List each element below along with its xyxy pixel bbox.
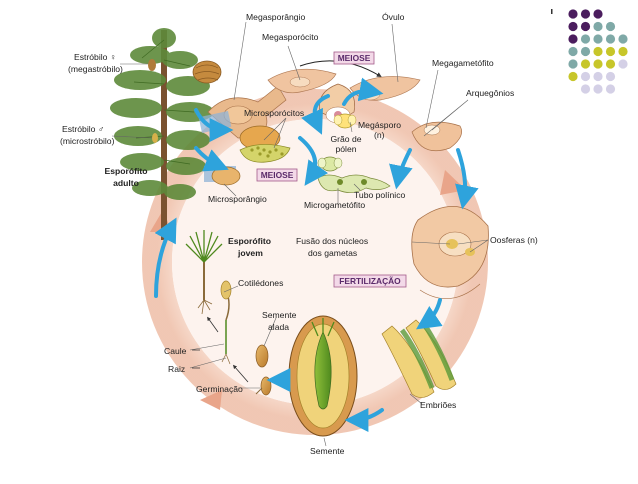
decorative-dot [605, 46, 616, 57]
label-estrobilo-f-1: Estróbilo ♀ [74, 52, 116, 62]
decorative-dot [580, 34, 591, 44]
decorative-dot [593, 34, 603, 44]
decorative-dot [568, 71, 578, 82]
label-fusao-2: dos gametas [308, 248, 357, 258]
germination-arrows [207, 316, 249, 383]
meiose-top-label: MEIOSE [338, 53, 371, 63]
decorative-dot [568, 46, 578, 57]
adult-pine-tree-illustration [110, 28, 214, 240]
meiose-box-mid: MEIOSE [256, 168, 298, 182]
label-tubo-polinico: Tubo polínico [354, 190, 405, 200]
diagram-labels: Megasporângio Megasporócito Óvulo Estrób… [60, 12, 538, 456]
decorative-dot [580, 84, 591, 94]
label-semente: Semente [310, 446, 345, 456]
decorative-dot [580, 59, 591, 69]
label-estrobilo-f-2: (megastróbilo) [68, 64, 123, 74]
label-esporofito-jovem-1: Esporófito [228, 236, 271, 246]
decorative-dot [618, 34, 628, 44]
seed-cross-section-illustration [288, 315, 358, 437]
fertilizacao-box: FERTILIZAÇÃO [333, 274, 407, 288]
label-megagametofito: Megagametófito [432, 58, 494, 68]
decorative-dot [593, 46, 603, 57]
decorative-dot [580, 21, 591, 32]
decorative-dot [605, 84, 616, 94]
label-raiz: Raiz [168, 364, 185, 374]
label-grao-2: pólen [335, 144, 356, 154]
label-esporofito-adulto-1: Esporófito [105, 166, 148, 176]
young-sporophyte-illustration [185, 230, 223, 315]
megagametophyte-illustration [411, 121, 462, 152]
leader-lines [111, 21, 489, 447]
decorative-dot [580, 71, 591, 82]
label-megasporo-2: (n) [374, 130, 385, 140]
label-microsporocitos: Microsporócitos [244, 108, 304, 118]
decorative-dot [580, 46, 591, 57]
male-strobilus-icon [152, 133, 158, 143]
meiose-box-top: MEIOSE [333, 51, 375, 65]
corner-mark [551, 9, 553, 14]
decorative-dot [593, 9, 603, 19]
label-megasporocito: Megasporócito [262, 32, 319, 42]
decorative-dot [593, 71, 603, 82]
label-semente-alada-1: Semente [262, 310, 297, 320]
female-strobilus-icon [148, 59, 156, 71]
label-megasporangio: Megasporângio [246, 12, 305, 22]
label-oosferas: Oosferas (n) [490, 235, 538, 245]
pine-cone-illustration [192, 60, 222, 84]
label-microsporangio: Microsporângio [208, 194, 267, 204]
decorative-dot [605, 34, 616, 44]
meiose-mid-label: MEIOSE [261, 170, 294, 180]
embryo-illustration [381, 319, 457, 398]
decorative-dot [593, 21, 603, 32]
fertilizacao-label: FERTILIZAÇÃO [339, 276, 401, 286]
decorative-dot [605, 21, 616, 32]
decorative-dot [568, 34, 578, 44]
decorative-dot [568, 21, 578, 32]
label-embrioes: Embriões [420, 400, 456, 410]
label-esporofito-adulto-2: adulto [113, 178, 139, 188]
label-semente-alada-2: alada [268, 322, 289, 332]
label-germinacao: Germinação [196, 384, 243, 394]
label-fusao-1: Fusão dos núcleos [296, 236, 368, 246]
decorative-dot [618, 59, 628, 69]
label-cotiledones: Cotilédones [238, 278, 283, 288]
label-estrobilo-m-1: Estróbilo ♂ [62, 124, 104, 134]
decorative-dot-grid [568, 9, 628, 94]
label-estrobilo-m-2: (microstróbilo) [60, 136, 115, 146]
decorative-dot [580, 9, 591, 19]
label-grao-1: Grão de [330, 134, 361, 144]
fertilization-illustration [411, 206, 489, 300]
decorative-dot [618, 46, 628, 57]
label-esporofito-jovem-2: jovem [237, 248, 263, 258]
decorative-dot [593, 59, 603, 69]
decorative-dot [593, 84, 603, 94]
decorative-dot [605, 71, 616, 82]
decorative-dot [568, 59, 578, 69]
label-ovulo: Óvulo [382, 12, 405, 22]
label-microgametofito: Microgametófito [304, 200, 365, 210]
label-megasporo-1: Megásporo [358, 120, 401, 130]
caule-raiz-bracket [192, 349, 200, 369]
decorative-dot [605, 59, 616, 69]
flow-arrows [154, 77, 479, 432]
label-arquegonios: Arquegônios [466, 88, 514, 98]
label-caule: Caule [164, 346, 187, 356]
decorative-dot [568, 9, 578, 19]
